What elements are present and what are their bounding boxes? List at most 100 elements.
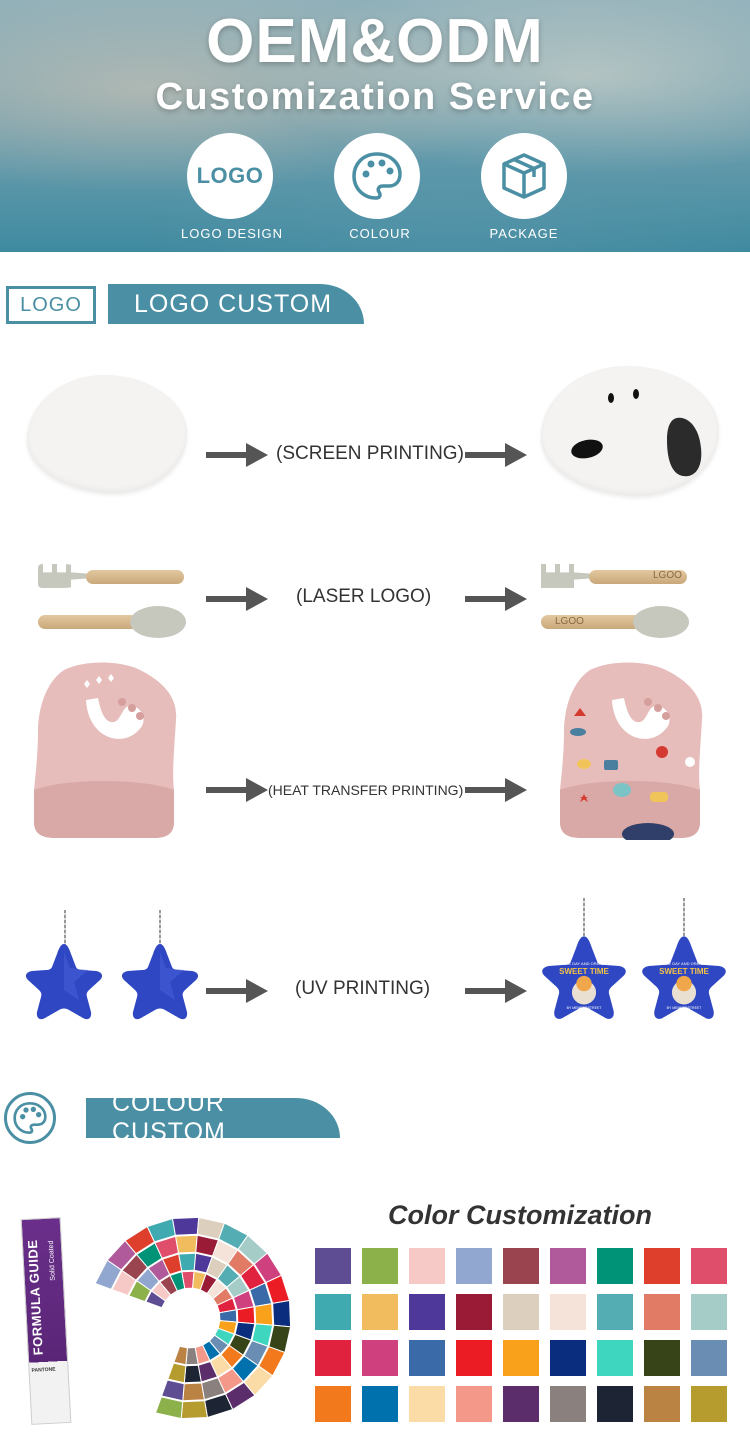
color-swatch xyxy=(315,1248,351,1284)
color-swatch xyxy=(550,1386,586,1422)
palette-icon xyxy=(4,1092,56,1144)
color-swatch xyxy=(597,1340,633,1376)
logo-custom-title: LOGO CUSTOM xyxy=(108,284,364,324)
blank-bib xyxy=(34,662,177,838)
package-label: PACKAGE xyxy=(489,226,559,241)
hero-title: OEM&ODM xyxy=(206,7,544,76)
color-swatch xyxy=(597,1248,633,1284)
printed-star: THE DAY AND OREAN SWEET TIME BY MEMBERST… xyxy=(640,932,728,1022)
uv-print-main: SWEET TIME xyxy=(559,967,609,976)
printed-plate xyxy=(541,366,719,496)
fan-blade xyxy=(167,1362,187,1384)
arrow-icon xyxy=(206,979,268,1003)
fan-blade xyxy=(180,1400,209,1418)
ball-chain xyxy=(583,898,585,942)
fan-blade xyxy=(175,1234,198,1254)
blank-star xyxy=(25,944,103,1020)
color-swatch xyxy=(409,1248,445,1284)
color-swatch xyxy=(362,1386,398,1422)
color-swatch xyxy=(597,1294,633,1330)
blank-star xyxy=(121,944,199,1020)
ball-chain xyxy=(683,898,685,942)
hero-subtitle: Customization Service xyxy=(155,76,595,118)
arrow-icon xyxy=(206,443,268,467)
guide-brand: PANTONE xyxy=(31,1366,56,1374)
blank-plate xyxy=(27,375,187,493)
color-swatch xyxy=(644,1294,680,1330)
ball-chain xyxy=(159,910,161,954)
printed-star: THE DAY AND OREAN SWEET TIME BY MEMBERST… xyxy=(540,932,628,1022)
arrow-icon xyxy=(206,778,268,802)
color-swatch xyxy=(691,1386,727,1422)
ball-chain xyxy=(64,910,66,954)
uv-print-main: SWEET TIME xyxy=(659,967,709,976)
blank-fork xyxy=(38,562,188,592)
process-label-laser: (LASER LOGO) xyxy=(296,586,432,607)
color-swatch xyxy=(550,1340,586,1376)
color-swatch xyxy=(362,1248,398,1284)
pantone-guide: FORMULA GUIDE Solid Coated PANTONE xyxy=(20,1217,72,1425)
color-swatch xyxy=(456,1340,492,1376)
logo-design-label: LOGO DESIGN xyxy=(180,226,284,241)
color-swatch xyxy=(456,1248,492,1284)
arrow-icon xyxy=(465,443,527,467)
uv-print-bottom: BY MEMBERSTREET xyxy=(566,1006,602,1010)
arrow-icon xyxy=(206,587,268,611)
color-swatch xyxy=(691,1340,727,1376)
colour-fan-deck xyxy=(94,1218,290,1418)
color-swatch xyxy=(409,1294,445,1330)
logo-design-icon: LOGO xyxy=(187,133,273,219)
uv-print-top: THE DAY AND OREAN xyxy=(563,961,605,966)
fan-blade xyxy=(160,1379,185,1402)
color-swatch xyxy=(362,1294,398,1330)
process-label-uv: (UV PRINTING) xyxy=(295,978,431,999)
color-swatch xyxy=(456,1294,492,1330)
fan-blade xyxy=(236,1306,256,1325)
arrow-icon xyxy=(465,778,527,802)
arrow-icon xyxy=(465,587,527,611)
blank-spoon xyxy=(38,606,188,638)
color-swatch xyxy=(503,1386,539,1422)
box-icon xyxy=(481,133,567,219)
colour-custom-title: COLOUR CUSTOM xyxy=(86,1089,340,1146)
color-swatch xyxy=(644,1386,680,1422)
uv-print-bottom: BY MEMBERSTREET xyxy=(666,1006,702,1010)
engraving-text: LGOO xyxy=(653,570,682,581)
uv-print-top: THE DAY AND OREAN xyxy=(663,961,705,966)
printed-bib xyxy=(560,662,703,840)
engraving-text: LGOO xyxy=(555,616,584,627)
fan-blade xyxy=(173,1345,188,1366)
color-swatch xyxy=(362,1340,398,1376)
fan-blade xyxy=(182,1382,205,1402)
color-swatch xyxy=(597,1386,633,1422)
color-swatch xyxy=(550,1248,586,1284)
guide-title: FORMULA GUIDE xyxy=(24,1239,46,1356)
dog-face-print xyxy=(571,389,702,477)
arrow-icon xyxy=(465,979,527,1003)
color-swatch xyxy=(503,1248,539,1284)
fan-blade xyxy=(178,1252,197,1272)
logo-icon-text: LOGO xyxy=(196,163,264,188)
color-swatch xyxy=(409,1386,445,1422)
color-swatch xyxy=(691,1248,727,1284)
palette-icon xyxy=(334,133,420,219)
logo-badge: LOGO xyxy=(6,286,96,324)
color-swatch xyxy=(691,1294,727,1330)
process-label-screen: (SCREEN PRINTING) xyxy=(276,443,464,464)
color-swatch xyxy=(644,1340,680,1376)
color-customization-heading: Color Customization xyxy=(388,1200,652,1230)
guide-subtitle: Solid Coated xyxy=(47,1240,57,1281)
colour-label: COLOUR xyxy=(349,226,411,241)
hero-banner: OEM&ODM Customization Service LOGO LOGO … xyxy=(0,0,750,252)
color-swatch xyxy=(456,1386,492,1422)
color-swatch xyxy=(644,1248,680,1284)
fan-blade xyxy=(254,1303,274,1326)
process-label-heat: (HEAT TRANSFER PRINTING) xyxy=(268,782,464,798)
color-swatch xyxy=(315,1294,351,1330)
color-swatch xyxy=(315,1340,351,1376)
fan-blade xyxy=(272,1299,290,1328)
color-swatch xyxy=(503,1340,539,1376)
color-swatch xyxy=(503,1294,539,1330)
fan-blade xyxy=(154,1396,184,1418)
engraved-fork: LGOO xyxy=(541,562,691,592)
